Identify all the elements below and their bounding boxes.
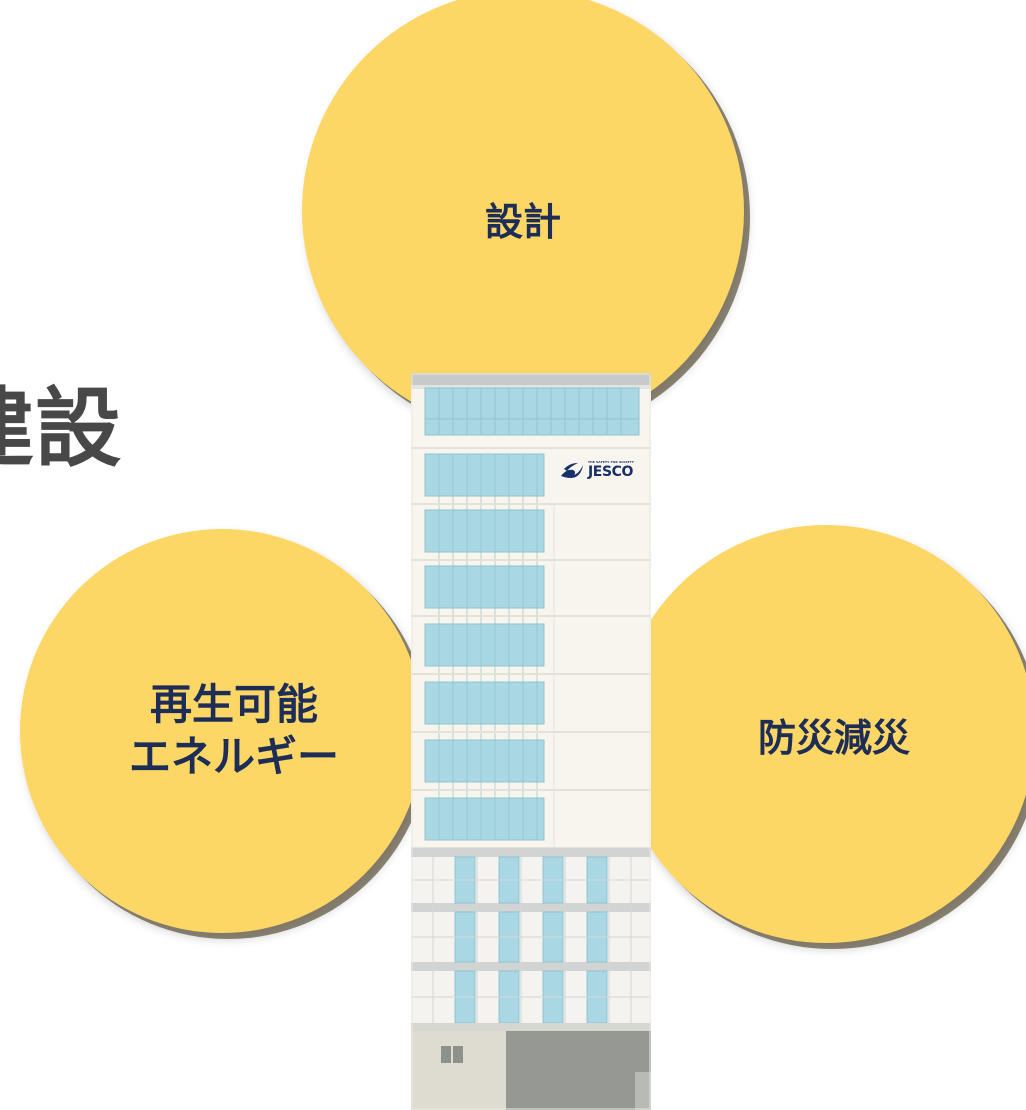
entrance-canopy [411, 1023, 651, 1031]
office-building-illustration: THE SAFETY FOR SOCIETY JESCO [411, 373, 651, 1110]
building-outline [411, 373, 651, 1110]
upper-window-row-2 [424, 509, 545, 553]
lower-facade [411, 848, 651, 1110]
roof-edge [411, 373, 651, 385]
renewable-energy-circle: 再生可能 エネルギー [20, 529, 424, 933]
top-window-band [424, 387, 640, 436]
renewable-energy-label: 再生可能 エネルギー [129, 679, 339, 784]
construction-heading: 建設 [0, 379, 122, 479]
logo-text-block: THE SAFETY FOR SOCIETY JESCO [588, 460, 634, 480]
entrance-pillar [635, 1072, 651, 1110]
disaster-prevention-circle: 防災減災 [617, 525, 1026, 943]
renewable-energy-line-1: 再生可能 [149, 679, 318, 729]
small-window-right [453, 1046, 463, 1063]
upper-window-row-6 [424, 739, 545, 783]
upper-window-row-3 [424, 565, 545, 609]
upper-window-row-4 [424, 623, 545, 667]
garage-door [506, 1031, 651, 1110]
lower-beam-bottom [411, 962, 651, 971]
building-svg [411, 373, 651, 1110]
renewable-energy-line-2: エネルギー [128, 732, 339, 781]
building-logo: THE SAFETY FOR SOCIETY JESCO [560, 456, 634, 484]
entrance-left-wall [411, 1031, 506, 1110]
upper-window-grid-lines [438, 454, 538, 840]
logo-tagline: THE SAFETY FOR SOCIETY [588, 460, 634, 464]
disaster-prevention-label: 防災減災 [757, 715, 910, 760]
roof-trim [411, 385, 651, 389]
upper-window-bands [411, 387, 651, 849]
design-label: 設計 [484, 200, 561, 244]
lower-beam-middle [411, 903, 651, 912]
upper-window-row-1 [424, 453, 545, 497]
upper-window-row-7 [424, 797, 545, 841]
upper-window-row-5 [424, 681, 545, 725]
lower-beam-top [411, 848, 651, 857]
logo-brand: JESCO [588, 464, 634, 480]
jesco-wave-icon [561, 463, 583, 478]
design-circle: 設計 [302, 0, 744, 432]
small-window-left [441, 1046, 451, 1063]
lower-facade-grid [411, 857, 651, 1023]
top-window-grid [425, 388, 639, 435]
